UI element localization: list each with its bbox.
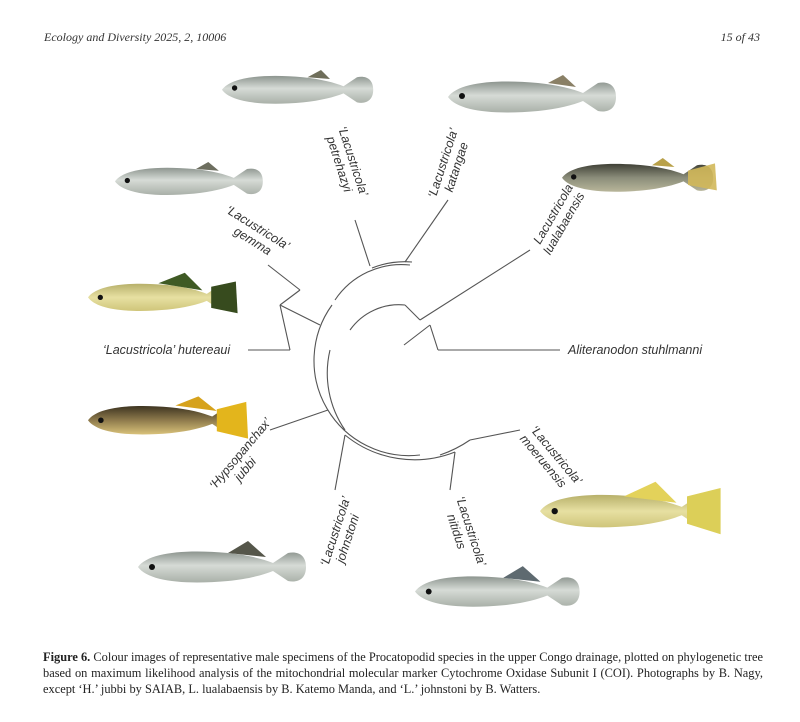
fish-hutereaui xyxy=(88,272,238,314)
fish-petrehazyi xyxy=(222,70,374,104)
fish-lualabaensis xyxy=(562,158,717,192)
journal-citation: Ecology and Diversity 2025, 2, 10006 xyxy=(44,30,227,44)
figure-caption: Figure 6. Colour images of representativ… xyxy=(43,649,763,697)
branch-arc-lower xyxy=(326,349,346,431)
fish-moeruensis xyxy=(540,481,721,535)
page-number: 15 of 43 xyxy=(720,30,760,44)
branch-arc-upper xyxy=(334,264,411,301)
label-hutereaui: ‘Lacustricola’ hutereaui xyxy=(103,343,231,357)
branch-arc-inner xyxy=(349,304,406,331)
fish-jubbi xyxy=(88,396,249,439)
branch-root-arc xyxy=(313,304,421,457)
branch-arc-nitidus xyxy=(439,439,471,456)
branch-arc-small xyxy=(371,261,413,269)
tree-branches xyxy=(248,199,560,491)
label-stuhlmanni: Aliteranodon stuhlmanni xyxy=(567,343,703,357)
fish-gemma xyxy=(115,162,263,195)
fish-johnstoni xyxy=(138,541,306,583)
fish-nitidus xyxy=(415,566,580,607)
branch-arc-bottom xyxy=(344,434,456,461)
fish-katangae xyxy=(448,75,616,113)
figure-label: Figure 6. xyxy=(43,650,91,664)
phylogenetic-figure: ‘Lacustricola’ petrehazyi ‘Lacustricola’… xyxy=(88,70,721,607)
caption-text: Colour images of representative male spe… xyxy=(43,650,764,696)
